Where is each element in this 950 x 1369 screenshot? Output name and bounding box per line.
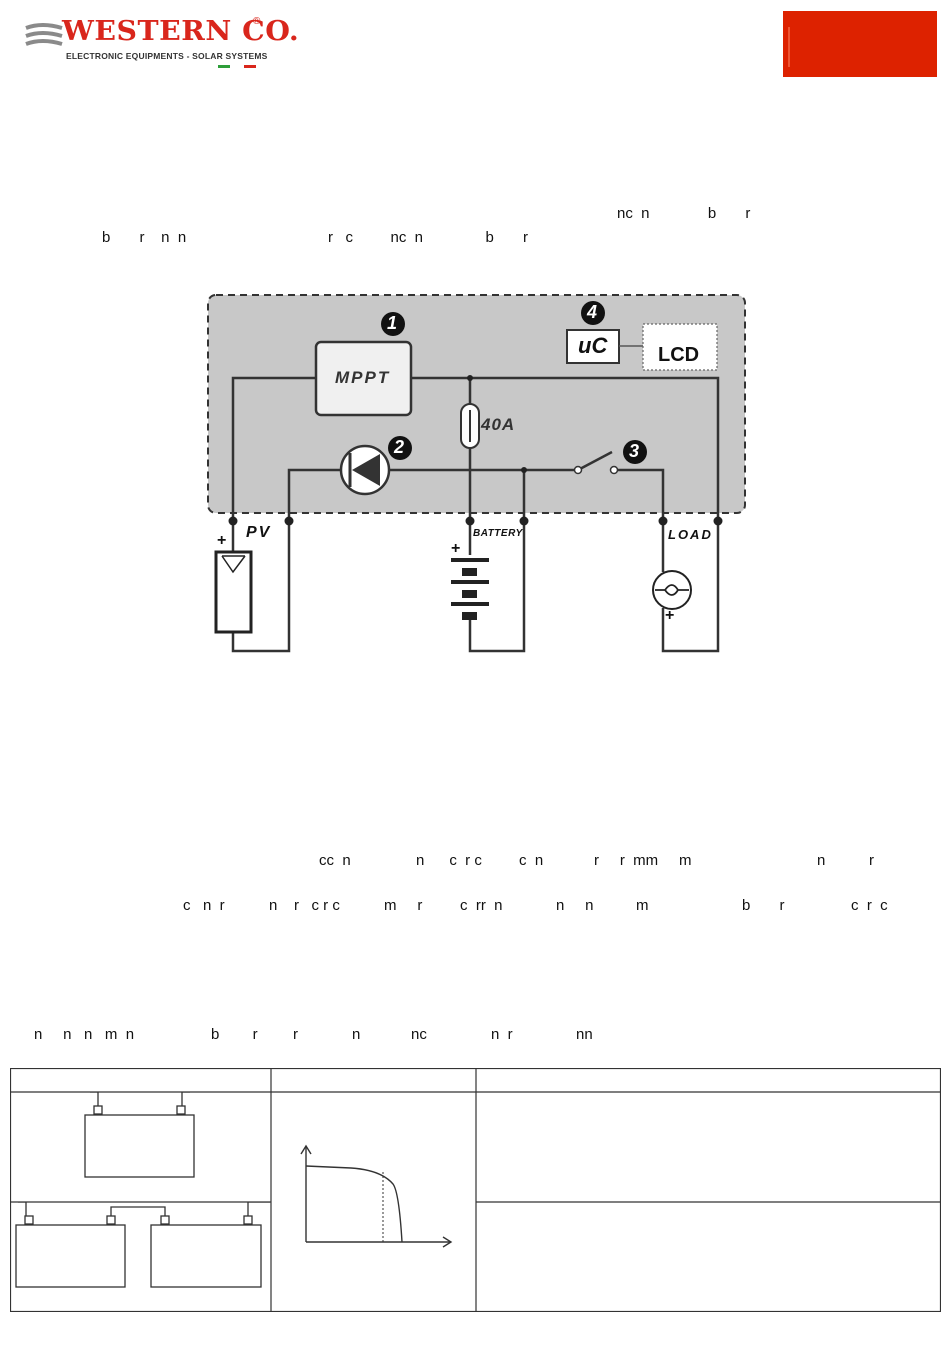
bottom-line-e: nc xyxy=(411,1026,427,1043)
bottom-line-a: n n n m n xyxy=(34,1026,135,1043)
mid-line-2h: c r c xyxy=(851,897,888,914)
discharge-curve-icon xyxy=(300,1144,453,1248)
mppt-label: MPPT xyxy=(335,368,391,387)
mppt-box xyxy=(314,340,413,417)
mid-line-2d: c rr n xyxy=(460,897,503,914)
flag-white xyxy=(231,65,243,68)
marker-4: 4 xyxy=(587,302,598,322)
marker-icons xyxy=(381,301,647,464)
load-label: LOAD xyxy=(668,527,713,542)
single-battery-icon xyxy=(84,1092,195,1178)
pv-label: PV xyxy=(246,524,272,541)
intro-line-2a: b r n n xyxy=(102,229,187,246)
brand-tagline: ELECTRONIC EQUIPMENTS - SOLAR SYSTEMS xyxy=(66,51,268,61)
solar-panel-icon xyxy=(214,550,253,634)
bottom-line-d: n xyxy=(352,1026,361,1043)
load-plus-sign: + xyxy=(665,607,675,624)
switch-contact-icon xyxy=(573,465,583,475)
switch-contact-icon xyxy=(609,465,619,475)
logo xyxy=(24,18,264,74)
mid-line-2e: n n xyxy=(556,897,594,914)
series-batteries-icon xyxy=(15,1202,270,1288)
bottom-line-g: nn xyxy=(576,1026,593,1043)
controller-block-diagram xyxy=(207,294,746,653)
mid-line-2c: m r xyxy=(384,897,423,914)
intro-line-1: nc n b r xyxy=(617,205,751,222)
flag-green xyxy=(218,65,230,68)
mid-line-1f: r xyxy=(869,852,874,869)
battery-plus-sign: + xyxy=(451,540,461,557)
mid-line-1e: n xyxy=(817,852,826,869)
uc-label: uC xyxy=(578,333,608,358)
marker-2: 2 xyxy=(394,437,405,457)
battery-table xyxy=(10,1068,941,1312)
battery-table-grid xyxy=(10,1068,941,1312)
registered-mark: ® xyxy=(253,16,261,27)
mid-line-1c: c n xyxy=(519,852,544,869)
logo-swoosh-icon xyxy=(25,23,63,46)
fuse-label: 40A xyxy=(481,415,516,434)
marker-1: 1 xyxy=(387,313,398,333)
mid-line-1d: r r mm m xyxy=(594,852,692,869)
lcd-label: LCD xyxy=(658,344,700,366)
intro-line-2b: r c nc n b r xyxy=(328,229,529,246)
header-badge xyxy=(783,11,937,77)
mid-line-2a: c n r xyxy=(183,897,225,914)
bottom-line-b: b r xyxy=(211,1026,258,1043)
lcd-box xyxy=(642,323,718,371)
bottom-line-c: r xyxy=(293,1026,298,1043)
mid-line-2f: m xyxy=(636,897,649,914)
brand-name: WESTERN CO. xyxy=(62,16,300,47)
pv-plus-sign: + xyxy=(217,532,227,549)
mid-line-1b: n c r c xyxy=(416,852,482,869)
mid-line-2g: b r xyxy=(742,897,785,914)
battery-label: BATTERY xyxy=(473,528,523,539)
lamp-icon xyxy=(652,570,692,610)
marker-3: 3 xyxy=(629,441,640,461)
mid-line-1a: cc n xyxy=(319,852,351,869)
battery-icon xyxy=(451,558,489,620)
bottom-line-f: n r xyxy=(491,1026,513,1043)
flag-red xyxy=(244,65,256,68)
mid-line-2b: n r c r c xyxy=(269,897,340,914)
header-badge-mark xyxy=(788,27,790,67)
